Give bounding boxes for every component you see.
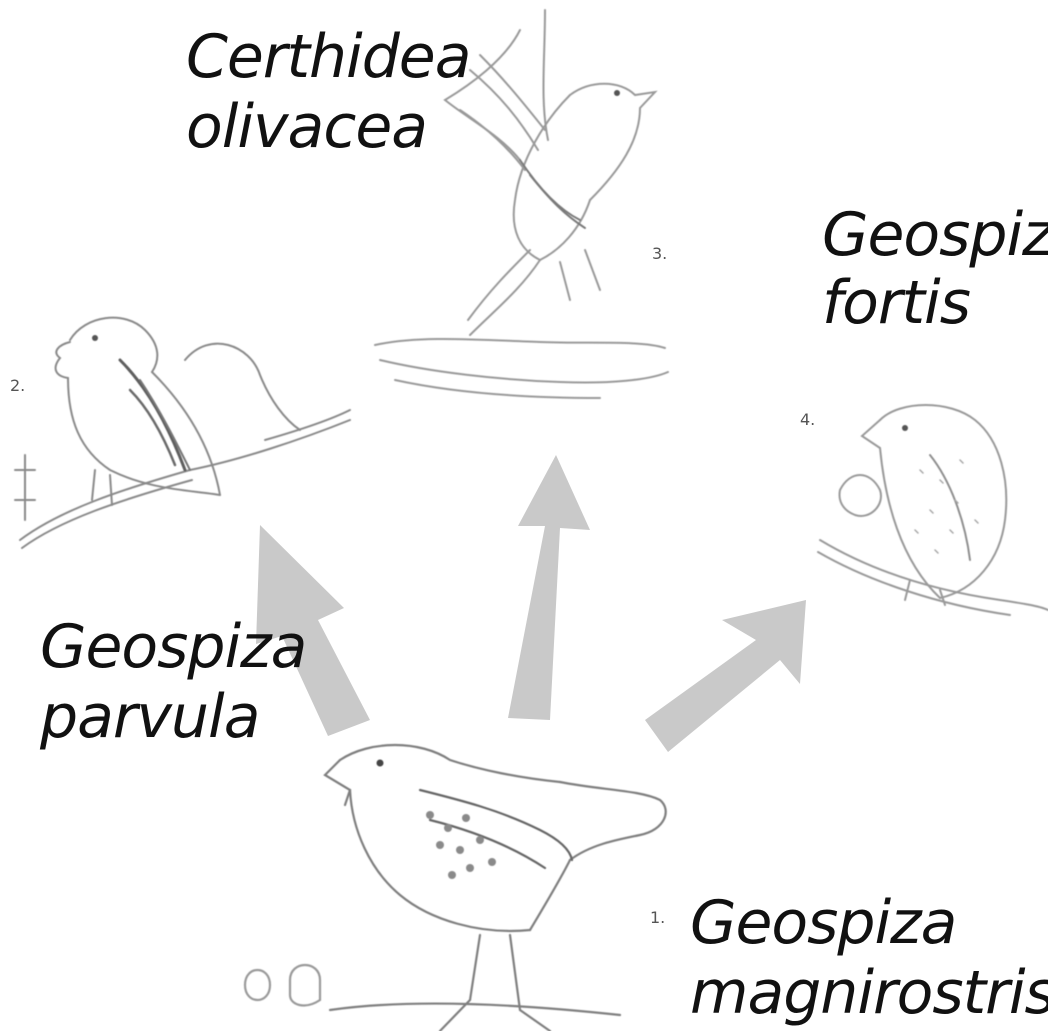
arrow-to-certhidea [508, 455, 590, 720]
certhidea-genus-label: Certhidea [186, 22, 470, 92]
parvula-genus-label: Geospiza [40, 612, 306, 682]
certhidea-epithet-label: olivacea [186, 92, 427, 162]
fortis-genus-label: Geospiza [822, 200, 1048, 270]
magnirostris-number: 1. [650, 908, 665, 927]
magnirostris-genus-label: Geospiza [690, 888, 956, 958]
arrow-to-fortis [645, 600, 806, 752]
parvula-number: 2. [10, 376, 25, 395]
geospiza-parvula-sketch [15, 318, 350, 548]
fortis-epithet-label: fortis [822, 268, 970, 338]
fortis-number: 4. [800, 410, 815, 429]
magnirostris-epithet-label: magnirostris [690, 958, 1048, 1028]
parvula-epithet-label: parvula [40, 682, 260, 752]
geospiza-magnirostris-sketch [245, 745, 666, 1031]
certhidea-number: 3. [652, 244, 667, 263]
geospiza-fortis-sketch [818, 405, 1048, 615]
